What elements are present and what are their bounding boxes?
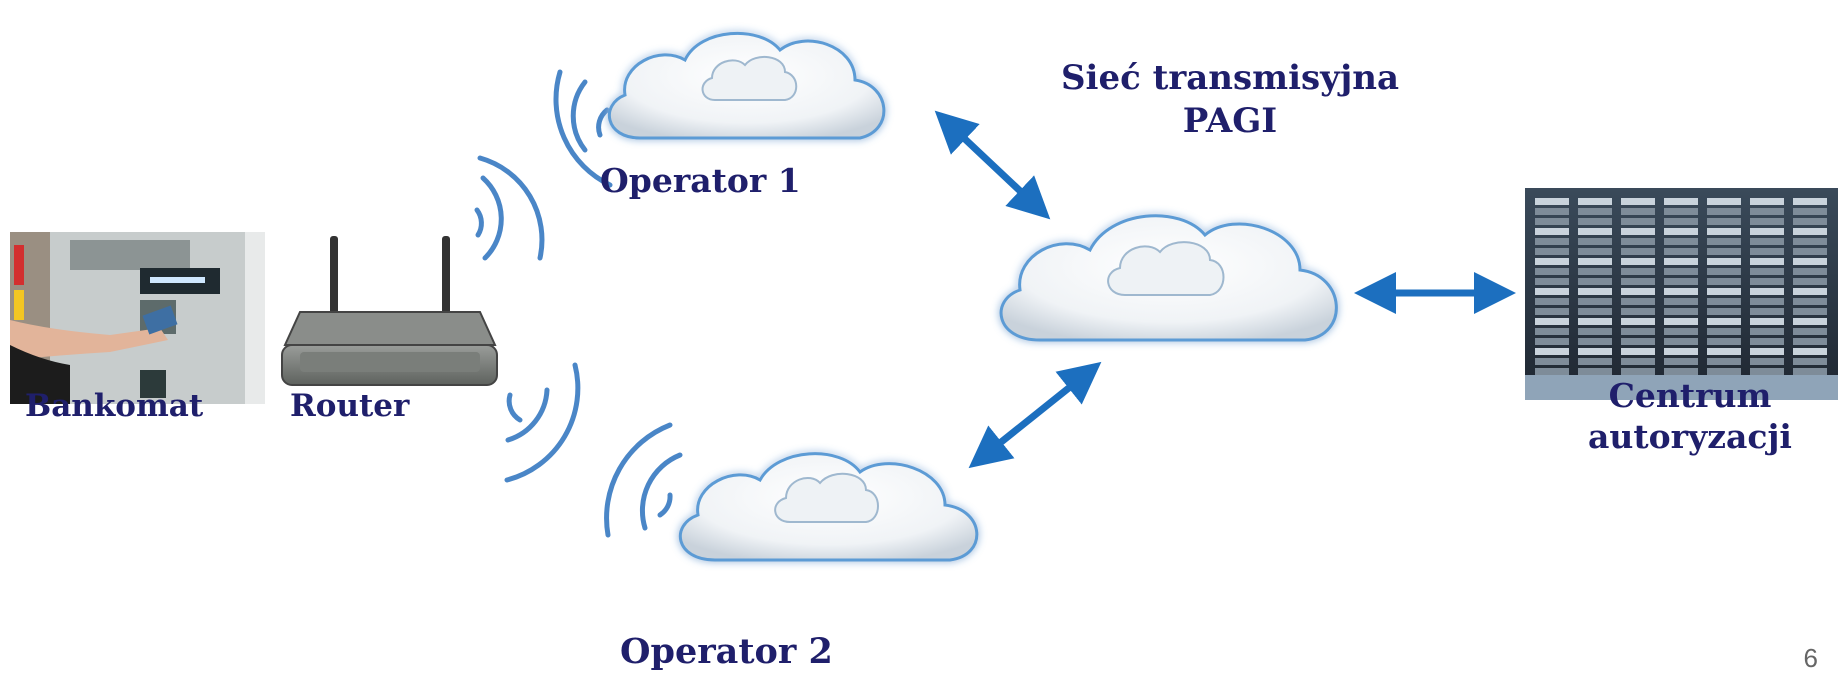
router-label: Router: [290, 388, 410, 424]
authorization-center-label-line2: autoryzacji: [1588, 417, 1792, 457]
atm-photo: [10, 232, 265, 404]
authorization-center-label: Centrum autoryzacji: [1565, 375, 1815, 458]
wifi-signal-icon: [474, 155, 545, 261]
authorization-center-label-line1: Centrum: [1608, 376, 1772, 415]
operator2-label: Operator 2: [620, 631, 833, 672]
server-rack-photo: [1525, 188, 1838, 400]
operator1-label: Operator 1: [600, 161, 801, 200]
transmission-network-label: Sieć transmisyjna PAGI: [1040, 57, 1420, 142]
cloud-icon: [678, 452, 979, 562]
transmission-network-label-line2: PAGI: [1182, 100, 1278, 141]
cloud-icon: [999, 214, 1338, 342]
page-number: 6: [1803, 643, 1818, 673]
wifi-signal-icon: [504, 362, 581, 483]
bankomat-label: Bankomat: [25, 388, 204, 424]
wifi-signal-icon: [604, 422, 683, 538]
router-icon: [281, 236, 498, 386]
cloud-icon: [607, 31, 886, 140]
transmission-network-label-line1: Sieć transmisyjna: [1061, 58, 1399, 98]
double-arrow-icon: [968, 361, 1102, 469]
double-arrow-icon: [934, 110, 1051, 220]
wifi-signal-icon: [553, 69, 613, 188]
